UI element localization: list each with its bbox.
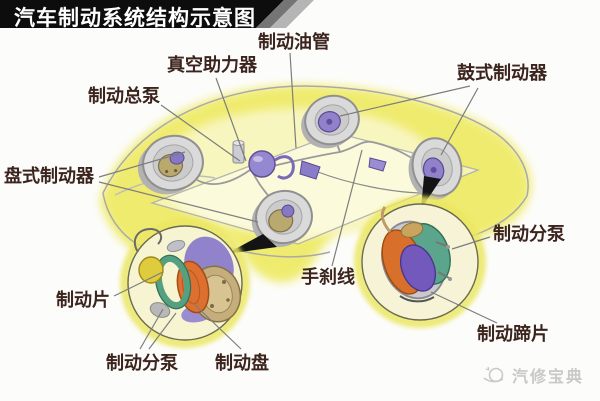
wheel-rear-right — [408, 137, 463, 200]
label-drum-brake: 鼓式制动器 — [457, 63, 547, 83]
title-bar — [0, 0, 314, 28]
label-brake-pad: 制动片 — [56, 290, 110, 310]
swoosh-circle-icon — [483, 366, 504, 383]
detail-circle-drum-brake — [354, 196, 486, 328]
watermark-brand: 汽修宝典 — [512, 369, 585, 386]
page-title: 汽车制动系统结构示意图 — [14, 7, 256, 30]
label-brake-wheel-cylinder-rear: 制动分泵 — [493, 224, 565, 244]
watermark: 汽修宝典 — [482, 363, 584, 387]
label-handbrake-cable: 手刹线 — [301, 267, 355, 287]
detail-circle-disc-brake — [120, 218, 250, 348]
leader-lines — [98, 52, 498, 350]
wheel-rear-left — [301, 94, 360, 149]
label-disc-brake: 盘式制动器 — [4, 166, 94, 186]
wheel-front-right — [251, 189, 313, 248]
label-brake-shoe: 制动蹄片 — [477, 324, 549, 344]
label-brake-wheel-cylinder-front: 制动分泵 — [106, 353, 178, 373]
label-vacuum-booster: 真空助力器 — [167, 55, 257, 75]
label-brake-disc: 制动盘 — [215, 353, 269, 373]
label-brake-master-cylinder: 制动总泵 — [88, 86, 160, 106]
label-brake-oil-pipe: 制动油管 — [258, 32, 330, 52]
wheel-front-left — [137, 134, 204, 195]
